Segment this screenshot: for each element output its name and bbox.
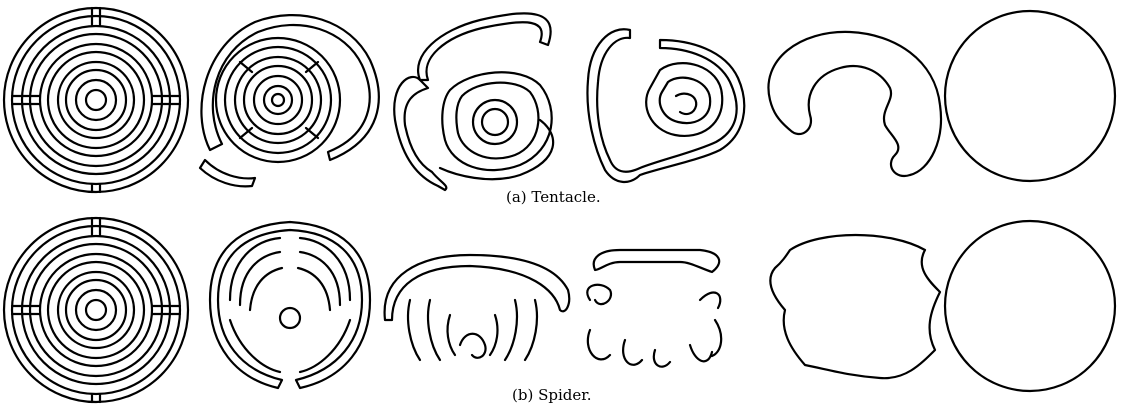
spider-stage-1-labyrinth [4, 218, 188, 402]
spider-stage-2 [210, 222, 370, 388]
tentacle-stage-2 [200, 15, 379, 186]
caption-spider: (b) Spider. [512, 386, 592, 404]
spider-stage-4 [587, 250, 721, 367]
tentacle-stage-5 [768, 32, 941, 176]
spider-stage-3 [385, 255, 570, 360]
tentacle-stage-1-labyrinth [4, 8, 188, 192]
caption-tentacle: (a) Tentacle. [506, 188, 601, 206]
tentacle-stage-4 [587, 29, 744, 182]
tentacle-stage-6 [945, 11, 1115, 181]
spider-stage-6 [945, 221, 1115, 391]
spider-stage-5 [770, 235, 940, 378]
tentacle-stage-3 [394, 13, 553, 190]
